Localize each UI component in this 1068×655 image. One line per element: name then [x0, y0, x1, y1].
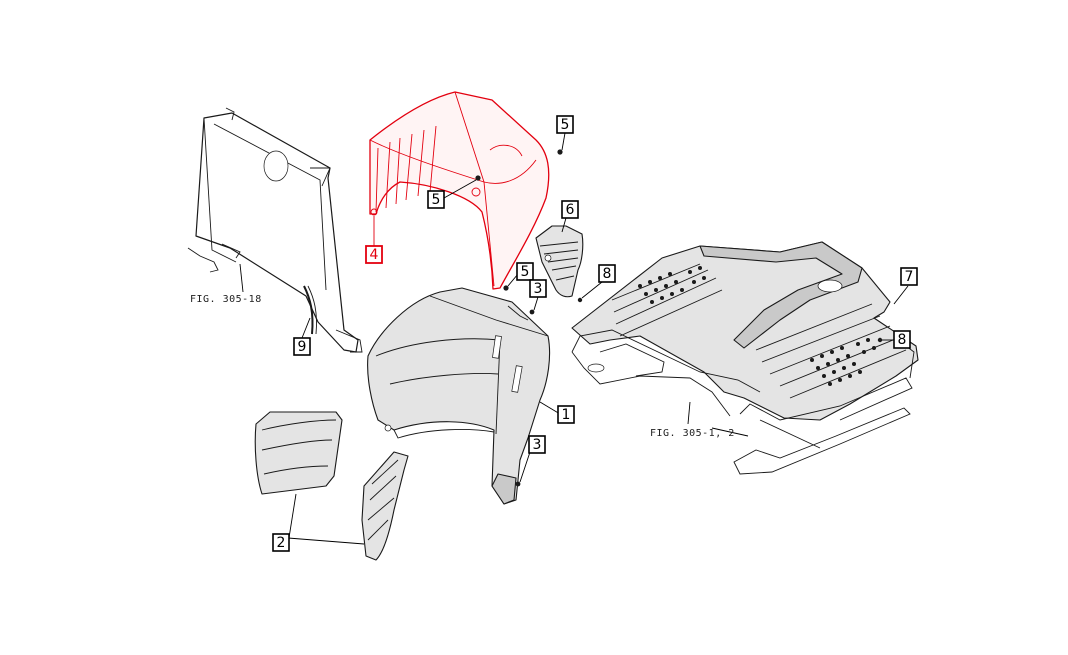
svg-text:5: 5 [432, 192, 441, 208]
callout-2: 2 [272, 533, 290, 552]
side-garnish-left [254, 411, 343, 495]
callout-6: 6 [561, 200, 579, 219]
svg-text:5: 5 [521, 264, 530, 280]
callout-3-upper: 3 [529, 279, 547, 298]
hood-cover-highlighted [369, 91, 550, 290]
lever-boot [535, 225, 584, 298]
svg-text:8: 8 [898, 332, 907, 348]
floor-plate-ghost [571, 329, 915, 475]
callout-7: 7 [900, 267, 918, 286]
fig-ref-right: FIG. 305-1, 2 [650, 428, 735, 439]
svg-text:1: 1 [562, 407, 571, 423]
svg-text:2: 2 [277, 535, 286, 551]
callout-5-top: 5 [556, 115, 574, 134]
callout-4-highlighted: 4 [365, 245, 383, 264]
svg-text:4: 4 [370, 247, 379, 263]
svg-text:8: 8 [603, 266, 612, 282]
callout-8-right: 8 [893, 330, 911, 349]
floor-mat [571, 241, 919, 421]
front-cover [367, 287, 551, 505]
callout-5-boot: 5 [516, 262, 534, 281]
callout-5-hood: 5 [427, 190, 445, 209]
svg-text:7: 7 [905, 269, 914, 285]
rear-panel-ghost [187, 107, 363, 353]
side-garnish-right [361, 451, 409, 561]
svg-text:3: 3 [533, 437, 542, 453]
svg-text:6: 6 [566, 202, 575, 218]
callout-8-left: 8 [598, 264, 616, 283]
svg-text:5: 5 [561, 117, 570, 133]
callout-9: 9 [293, 337, 311, 356]
seal-strip [303, 285, 317, 335]
fasteners [475, 149, 883, 487]
svg-text:3: 3 [534, 281, 543, 297]
callout-1: 1 [557, 405, 575, 424]
mat-stud-pattern [638, 266, 876, 386]
callout-3-lower: 3 [528, 435, 546, 454]
fig-ref-left: FIG. 305-18 [190, 294, 262, 305]
svg-text:9: 9 [298, 339, 307, 355]
